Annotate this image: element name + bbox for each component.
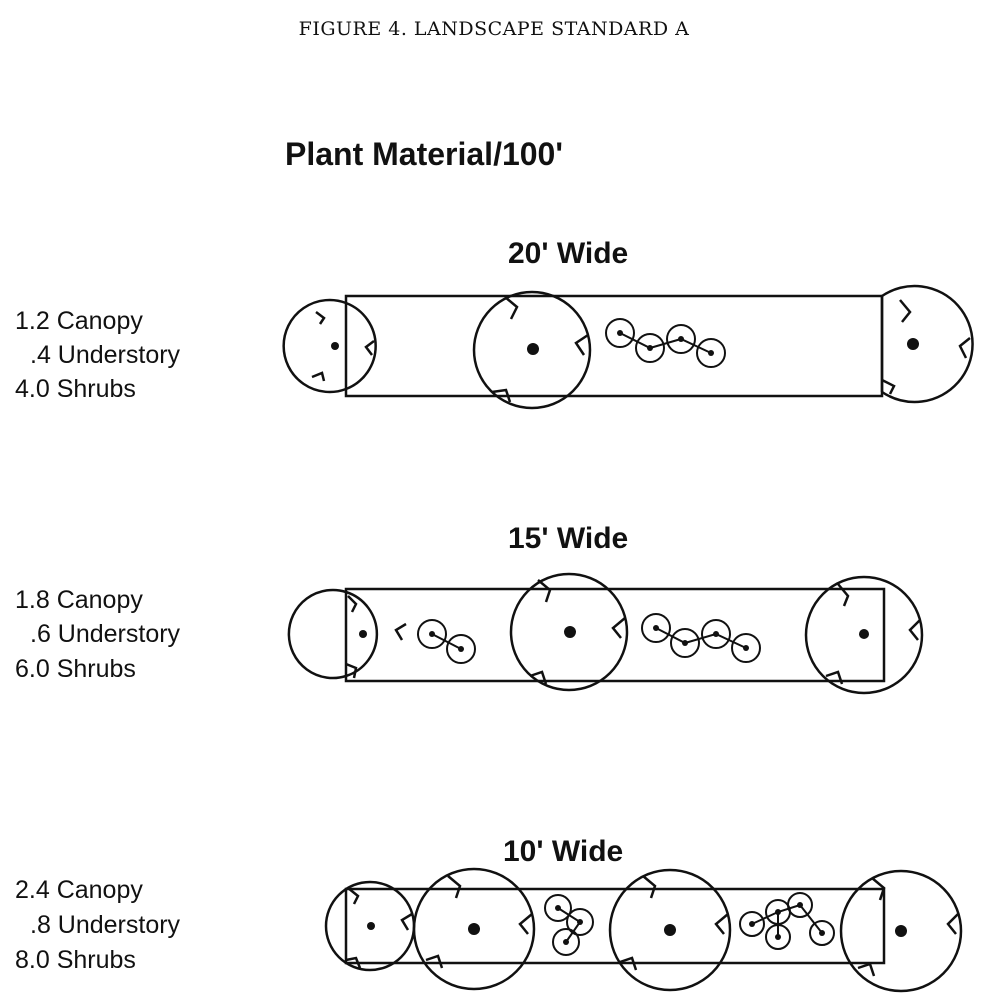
buffer-strip-10ft-outline xyxy=(344,887,886,965)
buffer-strip-15ft xyxy=(287,572,924,695)
section-10-understory: .8 Understory xyxy=(30,911,181,939)
section-20-canopy: 1.2 Canopy xyxy=(15,307,143,335)
section-15-canopy: 1.8 Canopy xyxy=(15,586,143,614)
shrub-cluster-icon xyxy=(739,892,835,950)
shrub-cluster-icon xyxy=(544,894,594,956)
buffer-strip-15ft-outline xyxy=(344,587,886,683)
buffer-strip-10ft xyxy=(324,867,963,993)
shrub-cluster-icon xyxy=(641,613,761,663)
shrub-cluster-icon xyxy=(605,318,726,368)
canopy-tree-icon xyxy=(472,290,592,410)
section-10-canopy: 2.4 Canopy xyxy=(15,876,143,904)
canopy-tree-icon xyxy=(608,868,732,992)
canopy-tree-icon xyxy=(839,869,963,993)
canopy-tree-icon xyxy=(282,298,377,394)
canopy-tree-icon xyxy=(880,284,974,404)
section-15-understory: .6 Understory xyxy=(30,620,181,648)
canopy-tree-icon xyxy=(324,880,416,972)
canopy-tree-icon xyxy=(509,572,629,692)
section-10-shrubs: 8.0 Shrubs xyxy=(15,946,136,974)
section-20-understory: .4 Understory xyxy=(30,341,181,369)
section-20-width-label: 20' Wide xyxy=(508,237,629,270)
canopy-tree-icon xyxy=(412,867,536,991)
canopy-tree-icon xyxy=(804,575,924,695)
section-15-width-label: 15' Wide xyxy=(508,522,629,555)
plant-material-heading: Plant Material/100' xyxy=(285,136,563,172)
figure-title: FIGURE 4. LANDSCAPE STANDARD A xyxy=(298,18,690,40)
section-15-shrubs: 6.0 Shrubs xyxy=(15,655,136,683)
buffer-strip-20ft xyxy=(282,284,974,410)
section-20-shrubs: 4.0 Shrubs xyxy=(15,375,136,403)
section-10-width-label: 10' Wide xyxy=(503,835,624,868)
canopy-tree-icon xyxy=(287,588,407,680)
shrub-cluster-icon xyxy=(417,619,476,664)
